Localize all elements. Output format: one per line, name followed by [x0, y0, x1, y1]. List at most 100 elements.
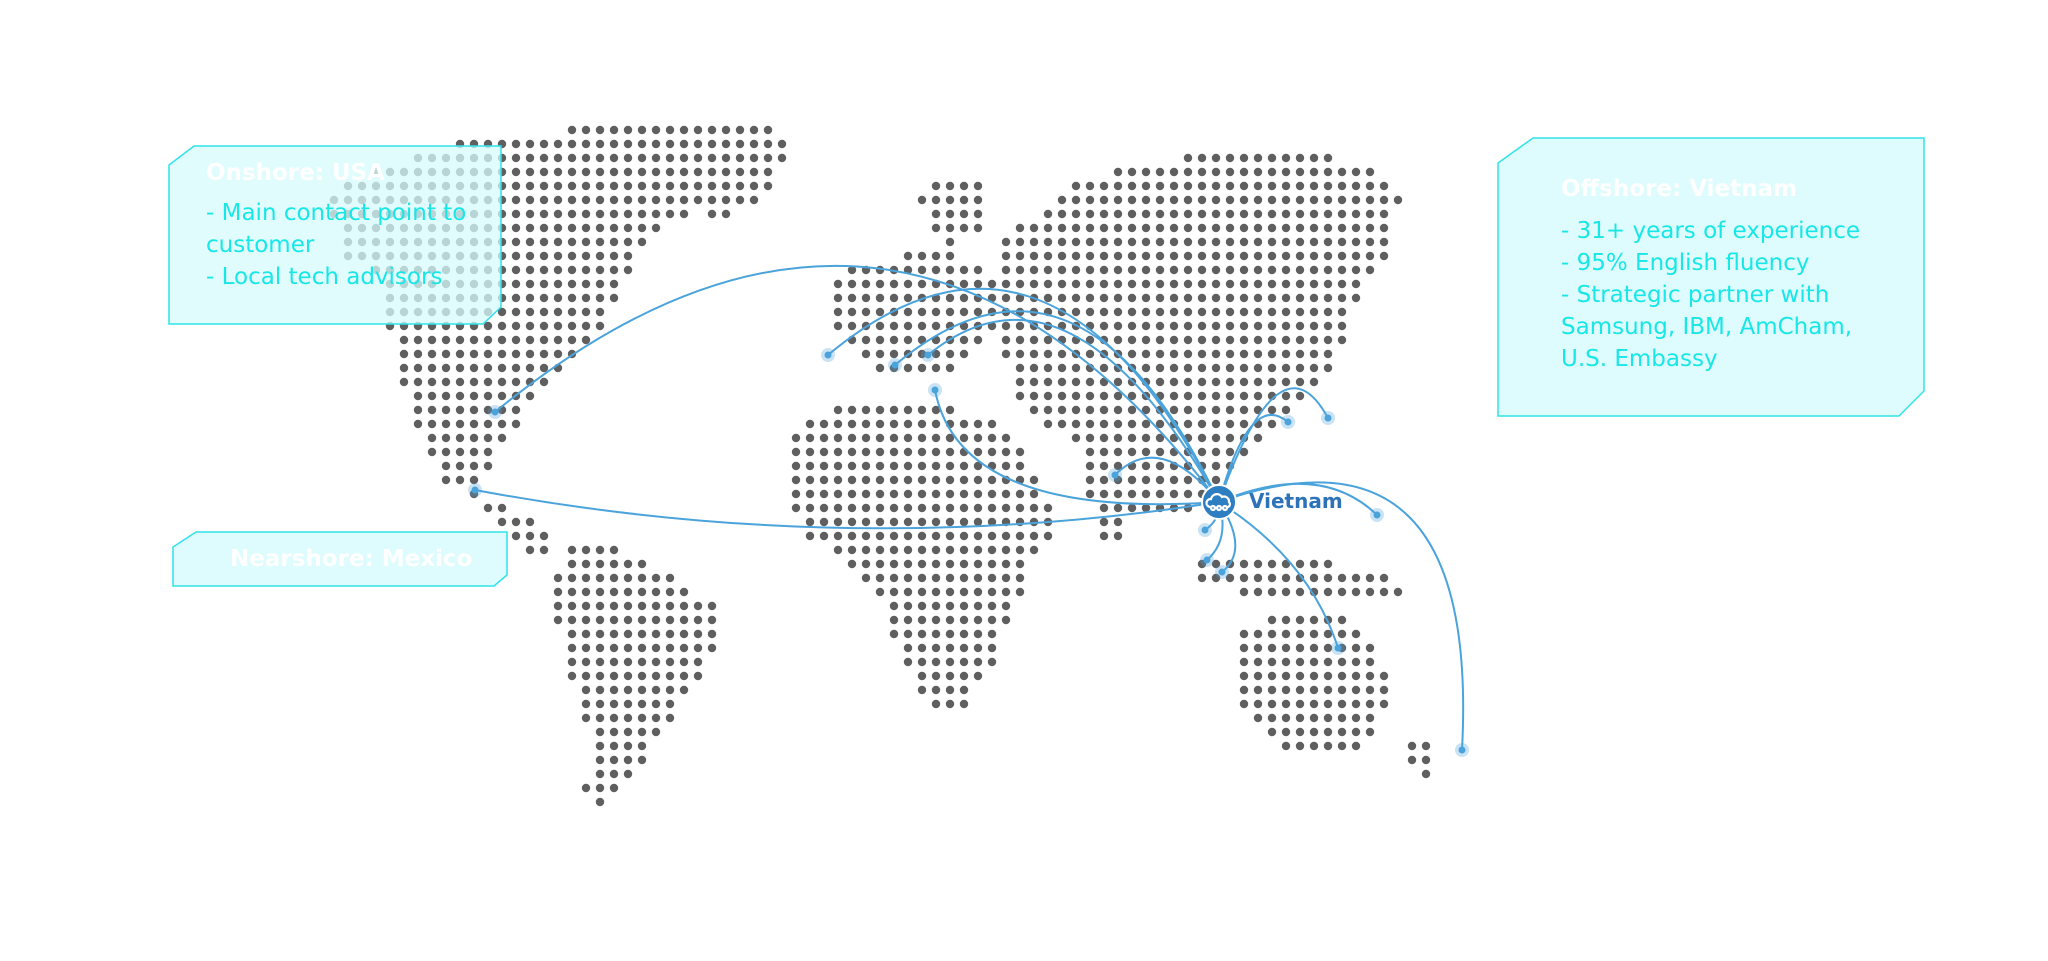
- map-dot: [1365, 643, 1375, 653]
- map-dot: [1365, 181, 1375, 191]
- map-dot: [1225, 195, 1235, 205]
- map-dot: [987, 587, 997, 597]
- map-dot: [1351, 167, 1361, 177]
- map-dot: [1365, 223, 1375, 233]
- map-dot: [553, 293, 563, 303]
- map-dot: [1071, 419, 1081, 429]
- map-dot: [791, 433, 801, 443]
- map-dot: [665, 685, 675, 695]
- map-dot: [1379, 671, 1389, 681]
- map-dot: [1351, 279, 1361, 289]
- map-dot: [1141, 209, 1151, 219]
- map-dot: [455, 391, 465, 401]
- map-dot: [1015, 279, 1025, 289]
- map-dot: [1267, 699, 1277, 709]
- map-dot: [1267, 153, 1277, 163]
- map-dot: [1337, 223, 1347, 233]
- map-dot: [623, 699, 633, 709]
- map-dot: [973, 587, 983, 597]
- map-dot: [1295, 223, 1305, 233]
- map-dot: [1309, 195, 1319, 205]
- map-dot: [1197, 181, 1207, 191]
- map-dot: [539, 167, 549, 177]
- map-dot: [959, 629, 969, 639]
- map-dot: [791, 475, 801, 485]
- map-dot: [1127, 321, 1137, 331]
- map-dot: [903, 321, 913, 331]
- map-dot: [1421, 741, 1431, 751]
- map-dot: [917, 265, 927, 275]
- map-dot: [1015, 545, 1025, 555]
- map-dot: [567, 195, 577, 205]
- offshore-callout-frame: [1497, 137, 1925, 417]
- map-dot: [1295, 363, 1305, 373]
- map-dot: [497, 307, 507, 317]
- map-dot: [959, 223, 969, 233]
- map-dot: [1281, 321, 1291, 331]
- map-dot: [1253, 153, 1263, 163]
- map-dot: [609, 783, 619, 793]
- map-dot: [959, 335, 969, 345]
- map-dot: [917, 671, 927, 681]
- map-dot: [1281, 727, 1291, 737]
- map-dot: [1127, 251, 1137, 261]
- map-dot: [707, 629, 717, 639]
- map-dot: [609, 139, 619, 149]
- map-dot: [1183, 377, 1193, 387]
- map-dot: [1197, 279, 1207, 289]
- map-dot: [707, 643, 717, 653]
- map-dot: [595, 307, 605, 317]
- map-dot: [917, 419, 927, 429]
- map-dot: [1323, 699, 1333, 709]
- map-dot: [1029, 531, 1039, 541]
- map-dot: [959, 307, 969, 317]
- map-dot: [945, 489, 955, 499]
- map-dot: [525, 363, 535, 373]
- map-dot: [889, 461, 899, 471]
- map-dot: [1267, 727, 1277, 737]
- map-dot: [875, 447, 885, 457]
- map-dot: [1267, 685, 1277, 695]
- map-dot: [973, 279, 983, 289]
- map-dot: [469, 377, 479, 387]
- map-dot: [1211, 419, 1221, 429]
- map-dot: [1155, 167, 1165, 177]
- map-dot: [553, 335, 563, 345]
- map-dot: [1197, 251, 1207, 261]
- map-dot: [945, 433, 955, 443]
- map-dot: [931, 321, 941, 331]
- map-dot: [1211, 391, 1221, 401]
- map-dot: [595, 615, 605, 625]
- map-dot: [1183, 265, 1193, 275]
- map-dot: [1225, 181, 1235, 191]
- map-dot: [1183, 475, 1193, 485]
- map-dot: [623, 713, 633, 723]
- map-dot: [581, 671, 591, 681]
- map-dot: [1253, 237, 1263, 247]
- map-dot: [875, 405, 885, 415]
- map-dot: [1267, 307, 1277, 317]
- cloud-network-icon: [1205, 493, 1232, 512]
- vietnam-hub: [1201, 484, 1237, 520]
- map-dot: [1141, 363, 1151, 373]
- map-dot: [735, 125, 745, 135]
- map-dot: [1225, 573, 1235, 583]
- map-dot: [1085, 349, 1095, 359]
- map-dot: [1015, 293, 1025, 303]
- map-dot: [483, 321, 493, 331]
- map-dot: [637, 727, 647, 737]
- map-dot: [847, 265, 857, 275]
- map-dot: [945, 195, 955, 205]
- map-dot: [1057, 209, 1067, 219]
- map-dot: [1141, 167, 1151, 177]
- map-dot: [945, 363, 955, 373]
- map-dot: [833, 321, 843, 331]
- map-dot: [1295, 573, 1305, 583]
- map-dot: [1253, 195, 1263, 205]
- map-dot: [567, 279, 577, 289]
- map-dot: [1015, 391, 1025, 401]
- map-dot: [609, 223, 619, 233]
- map-dot: [1337, 307, 1347, 317]
- map-dot: [1113, 265, 1123, 275]
- map-dot: [791, 447, 801, 457]
